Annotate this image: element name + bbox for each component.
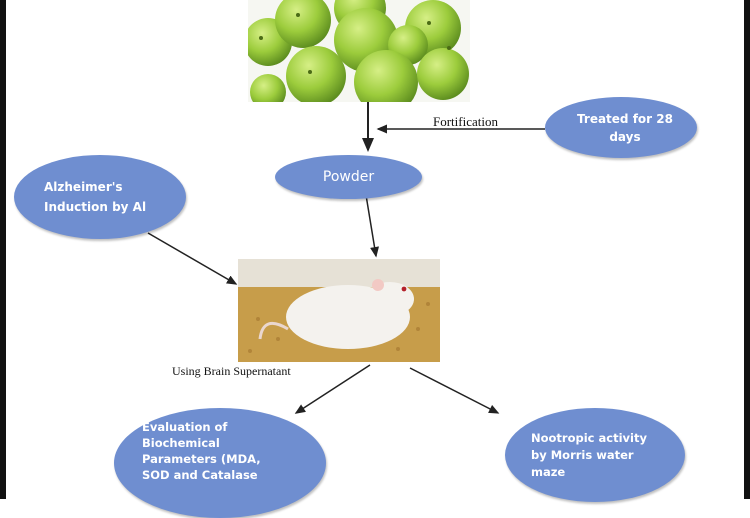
amla-fruit-image bbox=[248, 0, 470, 102]
treated-node-text: Treated for 28 days bbox=[577, 111, 673, 144]
rat-image bbox=[238, 259, 440, 362]
arrow-rat-to-evaluation bbox=[294, 364, 371, 414]
nootropic-node-text: Nootropic activity by Morris water maze bbox=[531, 430, 647, 479]
alzheimers-node-text: Alzheimer's Induction by Al bbox=[44, 180, 147, 214]
arrow-rat-to-nootropic bbox=[409, 367, 500, 414]
page-frame bbox=[0, 0, 750, 499]
powder-node-text: Powder bbox=[322, 169, 375, 185]
connector-arrows bbox=[147, 102, 545, 414]
evaluation-node-text: Evaluation of Biochemical Parameters (MD… bbox=[142, 420, 261, 482]
treated-node: Treated for 28 days bbox=[545, 97, 697, 158]
brain-supernatant-label: Using Brain Supernatant bbox=[172, 364, 291, 378]
arrow-powder-to-rat bbox=[365, 194, 379, 258]
powder-node: Powder bbox=[275, 155, 422, 199]
evaluation-node: Evaluation of Biochemical Parameters (MD… bbox=[114, 408, 326, 518]
fortification-label: Fortification bbox=[433, 114, 498, 129]
alzheimers-node: Alzheimer's Induction by Al bbox=[14, 155, 186, 239]
arrow-alzheimers-to-rat bbox=[147, 232, 238, 285]
nootropic-node: Nootropic activity by Morris water maze bbox=[505, 408, 685, 502]
